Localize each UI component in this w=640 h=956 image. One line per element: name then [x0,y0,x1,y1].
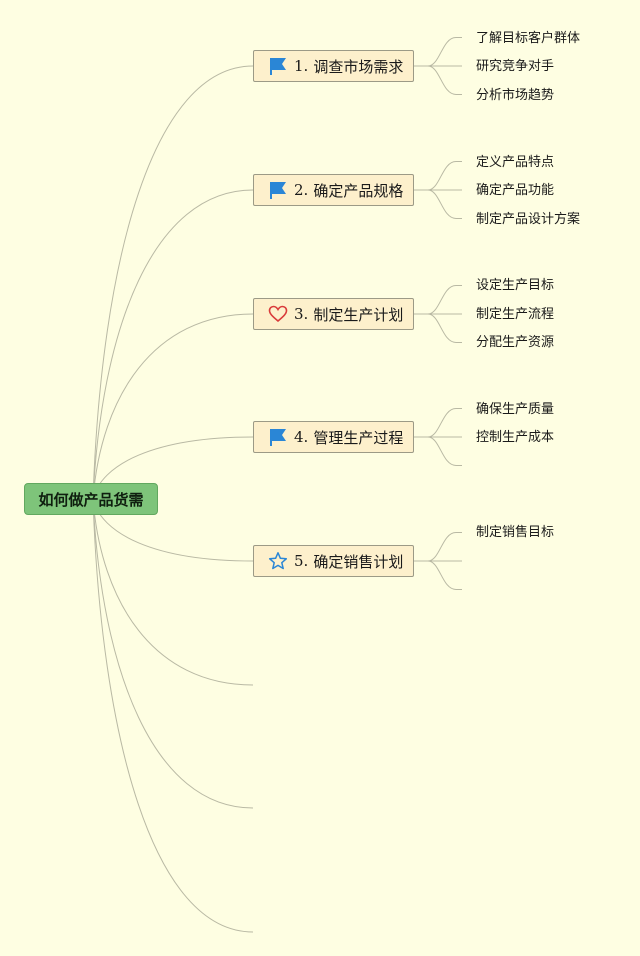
root-to-branch-connector [92,65,254,500]
branch-number: 4. [294,428,309,446]
subtopic[interactable]: 确保生产质量 [476,402,555,417]
flag-icon [268,427,288,447]
branch-label: 确定销售计划 [313,552,404,571]
branch-to-subtopic-connector [414,408,462,438]
branch-number: 2. [294,181,309,199]
root-to-branch-connector [92,313,254,500]
subtopic[interactable]: 控制生产成本 [476,430,555,445]
subtopic[interactable]: 设定生产目标 [476,278,555,293]
subtopic[interactable]: 了解目标客户群体 [476,31,581,46]
root-to-empty-branch-connector [92,498,254,809]
subtopic[interactable]: 定义产品特点 [476,155,555,170]
branch-label: 调查市场需求 [313,57,404,76]
branch-to-subtopic-connector [414,161,462,191]
subtopic[interactable]: 确定产品功能 [476,183,555,198]
subtopic[interactable]: 制定销售目标 [476,525,555,540]
branch-to-subtopic-connector [414,285,462,315]
branch-number: 3. [294,305,309,323]
branch-to-empty-subtopic-connector [414,560,462,590]
star-icon [268,551,288,571]
branch-topic-1[interactable]: 1. 调查市场需求 [253,50,414,82]
branch-topic-2[interactable]: 2. 确定产品规格 [253,174,414,206]
heart-icon [268,304,288,324]
branch-number: 5. [294,552,309,570]
flag-icon [268,56,288,76]
branch-to-subtopic-connector [414,189,462,219]
root-to-empty-branch-connector [92,498,254,686]
branch-topic-4[interactable]: 4. 管理生产过程 [253,421,414,453]
root-topic-label: 如何做产品货需 [38,490,144,509]
flag-icon [268,180,288,200]
branch-label: 管理生产过程 [313,428,404,447]
branch-topic-5[interactable]: 5. 确定销售计划 [253,545,414,577]
root-topic[interactable]: 如何做产品货需 [24,483,158,515]
branch-topic-3[interactable]: 3. 制定生产计划 [253,298,414,330]
branch-to-subtopic-connector [414,532,462,562]
branch-to-subtopic-connector [414,313,462,343]
subtopic[interactable]: 制定产品设计方案 [476,212,581,227]
branch-to-subtopic-connector [414,37,462,67]
subtopic[interactable]: 分配生产资源 [476,335,555,350]
subtopic[interactable]: 制定生产流程 [476,307,555,322]
branch-label: 确定产品规格 [313,181,404,200]
root-to-empty-branch-connector [92,498,254,933]
root-to-branch-connector [92,189,254,500]
branch-to-empty-subtopic-connector [414,436,462,466]
subtopic[interactable]: 分析市场趋势 [476,88,555,103]
branch-label: 制定生产计划 [313,305,404,324]
subtopic[interactable]: 研究竞争对手 [476,59,555,74]
branch-to-subtopic-connector [414,65,462,95]
branch-number: 1. [294,57,309,75]
